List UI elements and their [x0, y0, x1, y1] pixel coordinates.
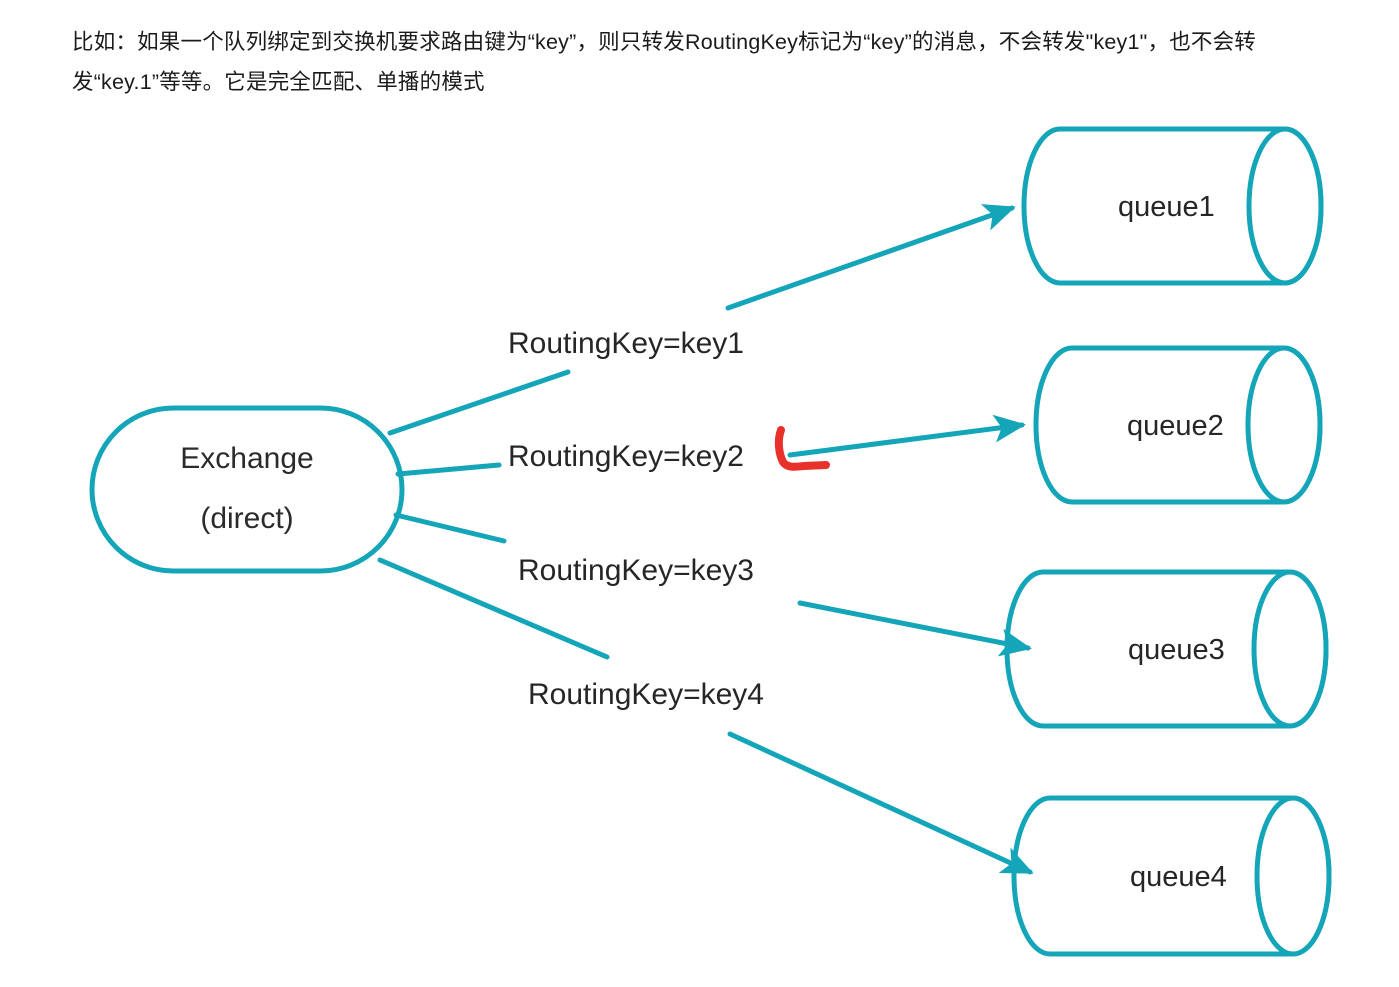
queue4-cap [1254, 795, 1332, 957]
queue3-node[interactable] [1004, 569, 1329, 729]
exchange-shape [89, 405, 405, 574]
edge-stub-key2 [395, 462, 502, 477]
queue1-node[interactable] [1021, 126, 1324, 286]
edge-arrow-key2 [787, 414, 1026, 458]
queue2-node[interactable] [1033, 345, 1323, 505]
red-handdrawn-mark [774, 426, 830, 471]
intro-paragraph: 比如：如果一个队列绑定到交换机要求路由键为“key”，则只转发RoutingKe… [72, 30, 1256, 94]
exchange-node[interactable] [89, 405, 405, 574]
edge-label-key3: RoutingKey=key3 [518, 554, 754, 587]
edge-stub-key3 [393, 512, 507, 544]
edge-stub-group [377, 369, 610, 660]
edge-label-key4: RoutingKey=key4 [528, 678, 764, 711]
edge-stub-key1 [387, 369, 571, 436]
edge-arrow-key4 [727, 731, 1034, 875]
queue4-node[interactable] [1011, 795, 1332, 957]
queue2-cap [1245, 345, 1323, 505]
edge-stub-key4 [377, 557, 610, 660]
edge-label-key2: RoutingKey=key2 [508, 440, 744, 473]
edge-arrow-key1 [725, 204, 1016, 311]
edge-arrow-group [725, 204, 1034, 875]
queue3-cap [1251, 569, 1329, 729]
edge-arrow-key3 [797, 600, 1032, 657]
queue1-cap [1246, 126, 1324, 286]
edge-label-key1: RoutingKey=key1 [508, 327, 744, 360]
